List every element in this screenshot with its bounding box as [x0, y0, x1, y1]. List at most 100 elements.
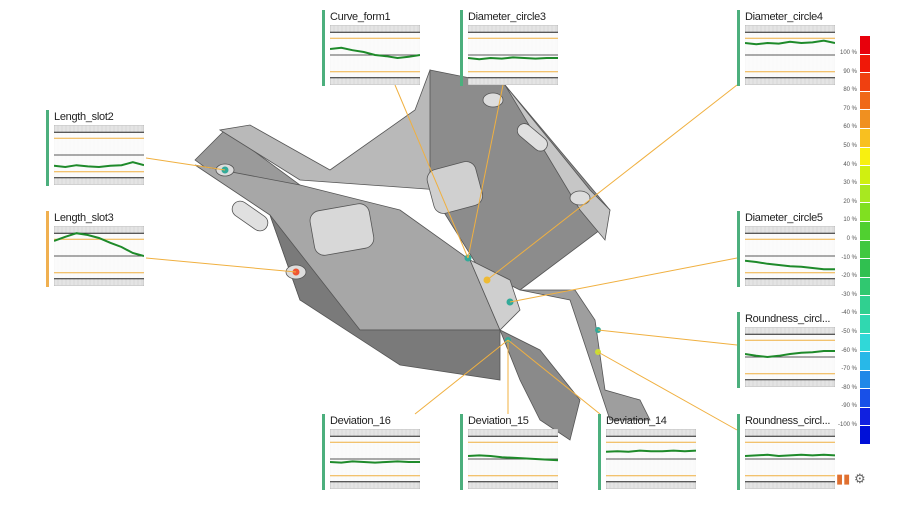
scale-label: -30 % [841, 291, 857, 298]
panel-title: Curve_form1 [330, 11, 391, 23]
scale-label: 90 % [843, 68, 857, 75]
panel-title: Diameter_circle3 [468, 11, 546, 23]
scale-label: 50 % [843, 143, 857, 149]
panel-title: Deviation_14 [606, 415, 667, 427]
scale-label: -20 % [841, 273, 857, 280]
scale-swatch [860, 221, 870, 240]
scale-swatch [860, 333, 870, 352]
trend-chart [745, 429, 835, 489]
trend-line [330, 46, 420, 60]
panel-title: Roundness_circl... [745, 313, 831, 325]
trend-line [468, 56, 558, 61]
status-bar [46, 211, 49, 287]
status-bar [460, 414, 463, 490]
trend-chart [468, 25, 558, 85]
status-bar [737, 312, 740, 388]
scale-swatch [860, 110, 870, 128]
status-bar [737, 211, 740, 287]
panel-diameter-circle5[interactable]: Diameter_circle5 [737, 211, 837, 287]
trend-line [54, 232, 144, 257]
scale-swatch [860, 426, 870, 445]
scale-label: 40 % [843, 161, 857, 168]
leader-lines [145, 84, 738, 431]
scale-label: 10 % [843, 217, 857, 224]
scale-swatch [860, 36, 870, 54]
scale-label: 100 % [839, 50, 857, 56]
panel-diameter-circle4[interactable]: Diameter_circle4 [737, 10, 837, 86]
scale-label: -40 % [841, 310, 857, 317]
scale-swatch [860, 277, 870, 296]
trend-line [606, 449, 696, 453]
panel-roundness-circle-b[interactable]: Roundness_circl... [737, 414, 837, 490]
scale-swatch [860, 91, 870, 110]
panel-title: Diameter_circle5 [745, 212, 823, 224]
panel-title: Length_slot3 [54, 212, 114, 224]
scale-swatch [860, 203, 870, 221]
scale-swatch [860, 352, 870, 370]
trend-line [54, 161, 144, 169]
trend-line [745, 350, 835, 359]
gear-icon[interactable]: ⚙ [853, 471, 866, 486]
scale-swatch [860, 407, 870, 426]
panel-title: Deviation_16 [330, 415, 391, 427]
scale-swatch [860, 259, 870, 277]
status-bar [322, 414, 325, 490]
scale-swatch [860, 128, 870, 147]
scale-label: -10 % [841, 254, 857, 261]
panel-title: Roundness_circl... [745, 415, 831, 427]
scale-swatch [860, 240, 870, 259]
panel-title: Length_slot2 [54, 111, 114, 123]
scale-label: -90 % [841, 403, 857, 410]
panel-deviation-14[interactable]: Deviation_14 [598, 414, 698, 490]
status-bar [46, 110, 49, 186]
scale-label: -60 % [841, 347, 857, 354]
trend-line [330, 460, 420, 464]
panel-diameter-circle3[interactable]: Diameter_circle3 [460, 10, 560, 86]
scale-swatch [860, 314, 870, 333]
toolbar: ▮▮ ⚙ [836, 471, 866, 487]
scale-swatch [860, 296, 870, 314]
status-bar [598, 414, 601, 490]
panel-title: Deviation_15 [468, 415, 529, 427]
trend-line [745, 39, 835, 46]
trend-chart [745, 226, 835, 286]
scale-swatch [860, 166, 870, 184]
trend-chart [468, 429, 558, 489]
scale-label: 70 % [843, 105, 857, 112]
panel-title: Diameter_circle4 [745, 11, 823, 23]
scale-label: -50 % [841, 329, 857, 335]
trend-chart [330, 25, 420, 85]
panel-curve-form1[interactable]: Curve_form1 [322, 10, 422, 86]
scale-swatch [860, 147, 870, 166]
trend-chart [745, 25, 835, 85]
scale-label: -70 % [841, 366, 857, 373]
trend-line [745, 453, 835, 458]
panel-length-slot2[interactable]: Length_slot2 [46, 110, 146, 186]
trend-chart [606, 429, 696, 489]
scale-label: 0 % [846, 236, 857, 242]
panel-roundness-circle-a[interactable]: Roundness_circl... [737, 312, 837, 388]
panel-deviation-16[interactable]: Deviation_16 [322, 414, 422, 490]
panel-deviation-15[interactable]: Deviation_15 [460, 414, 560, 490]
trend-line [745, 259, 835, 271]
scale-swatch [860, 184, 870, 203]
scale-label: -100 % [837, 422, 857, 428]
panel-length-slot3[interactable]: Length_slot3 [46, 211, 146, 287]
scale-swatch [860, 73, 870, 91]
scale-swatch [860, 54, 870, 73]
scale-label: 30 % [843, 180, 857, 187]
trend-chart [54, 125, 144, 185]
scale-swatch [860, 370, 870, 389]
trend-chart [54, 226, 144, 286]
scale-label: 80 % [843, 87, 857, 94]
trend-line [468, 454, 558, 462]
scale-label: -80 % [841, 384, 857, 391]
sheet-metal-part [194, 69, 651, 441]
trend-chart [745, 327, 835, 387]
chart-legend-icon[interactable]: ▮▮ [836, 471, 851, 486]
scale-label: 60 % [843, 124, 857, 131]
status-bar [460, 10, 463, 86]
scale-label: 20 % [843, 198, 857, 205]
scale-swatch [860, 389, 870, 407]
